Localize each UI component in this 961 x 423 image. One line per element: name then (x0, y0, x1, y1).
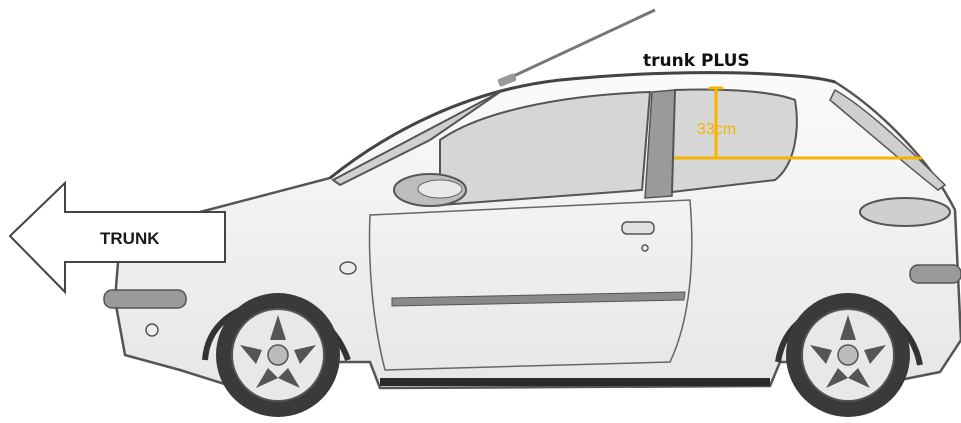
front-arrow-label: TRUNK (100, 229, 160, 248)
fog-light (146, 324, 158, 336)
indicator (340, 262, 356, 274)
measurement-label: 33cm (697, 121, 736, 138)
rear-trunk-plus-label: trunk PLUS (643, 51, 750, 71)
antenna (505, 10, 655, 80)
side-mirror-glass (418, 180, 462, 198)
rear-window (672, 89, 797, 192)
front-wheel (216, 293, 340, 417)
rear-light (860, 198, 950, 226)
door-handle (622, 222, 654, 234)
rear-bumper-trim (910, 265, 961, 283)
rear-wheel (786, 293, 910, 417)
front-bumper-trim (104, 290, 186, 308)
sill (380, 378, 770, 386)
antenna-base (497, 73, 517, 87)
